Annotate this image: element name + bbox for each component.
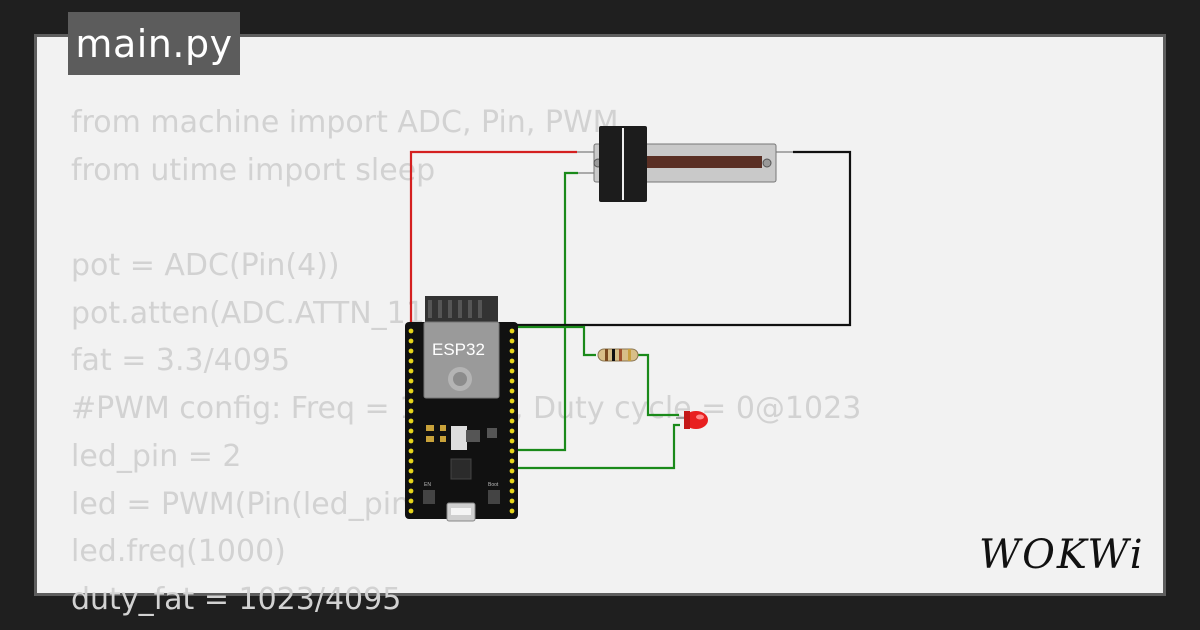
code-line: from utime import sleep bbox=[71, 152, 436, 188]
code-line: fat = 3.3/4095 bbox=[71, 343, 291, 379]
boot-button[interactable] bbox=[488, 490, 500, 504]
wokwi-logo-text: WOKWi bbox=[979, 532, 1145, 578]
en-button[interactable] bbox=[423, 490, 435, 504]
wire-black-pot-gnd[interactable] bbox=[512, 150, 852, 327]
wire-green-pot-signal[interactable] bbox=[512, 171, 578, 452]
file-tab-label: main.py bbox=[75, 21, 233, 66]
wire-red[interactable] bbox=[409, 150, 577, 330]
code-preview: from machine import ADC, Pin, PWM from ut… bbox=[71, 99, 861, 624]
wire-green-resistor[interactable] bbox=[512, 325, 596, 357]
pin-header-left bbox=[408, 328, 414, 514]
pot-track bbox=[640, 156, 762, 168]
code-line: duty_fat = 1023/4095 bbox=[71, 581, 402, 617]
pin-header-right bbox=[509, 328, 515, 514]
en-label: EN bbox=[424, 482, 431, 488]
code-line: pot = ADC(Pin(4)) bbox=[71, 248, 340, 284]
code-line: from machine import ADC, Pin, PWM bbox=[71, 105, 619, 140]
resistor[interactable] bbox=[597, 348, 639, 362]
code-line: led_pin = 2 bbox=[71, 438, 242, 474]
slide-potentiometer[interactable] bbox=[577, 126, 793, 202]
wire-green-led-cathode[interactable] bbox=[512, 423, 680, 470]
boot-label: Boot bbox=[488, 482, 499, 488]
wokwi-logo: WOKWi bbox=[979, 532, 1145, 578]
led[interactable] bbox=[676, 411, 708, 429]
wires bbox=[409, 150, 852, 470]
esp32-board[interactable]: ESP32 EN Boot bbox=[405, 296, 518, 522]
pot-screw-icon bbox=[762, 158, 772, 168]
code-line: led.freq(1000) bbox=[71, 534, 286, 570]
esp32-module bbox=[423, 321, 500, 399]
chip-label: ESP32 bbox=[432, 340, 485, 359]
file-tab[interactable]: main.py bbox=[68, 12, 240, 75]
wire-green-led-anode[interactable] bbox=[637, 353, 679, 417]
code-line: led = PWM(Pin(led_pin)) bbox=[71, 486, 434, 522]
